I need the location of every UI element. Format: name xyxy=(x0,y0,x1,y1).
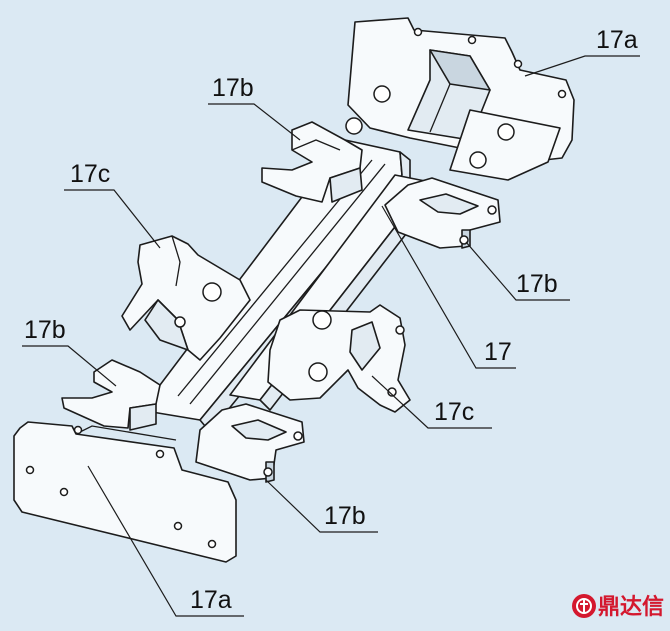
leader-17c-right xyxy=(371,375,492,429)
right-angle-bracket xyxy=(267,304,411,413)
left-lower-clip xyxy=(61,359,161,431)
leader-17b-upper xyxy=(208,103,301,141)
label-17a-bottom: 17a xyxy=(190,586,232,614)
top-side-plate xyxy=(449,109,561,181)
label-17: 17 xyxy=(484,338,512,366)
bottom-clip xyxy=(195,403,305,483)
watermark-text: 鼎达信 xyxy=(598,594,664,620)
leader-17c-left xyxy=(64,189,161,249)
left-angle-bracket xyxy=(121,235,251,361)
leader-17a-bottom xyxy=(87,465,244,617)
leader-17a-top xyxy=(524,55,640,77)
label-17b-upper: 17b xyxy=(212,74,254,102)
watermark-logo: 鼎达信 xyxy=(572,594,664,620)
leader-17 xyxy=(381,205,516,369)
label-17b-left: 17b xyxy=(24,316,66,344)
leader-lines xyxy=(22,55,640,617)
label-17c-right: 17c xyxy=(434,398,474,426)
upper-left-clip xyxy=(261,121,363,203)
leader-17b-bottom xyxy=(265,479,378,533)
bottom-end-plate xyxy=(13,421,237,563)
label-17b-bottom: 17b xyxy=(324,502,366,530)
leader-17b-left xyxy=(22,345,117,387)
label-17c-left: 17c xyxy=(70,160,110,188)
leader-17b-right xyxy=(465,241,570,301)
label-17b-right: 17b xyxy=(516,270,558,298)
label-17a-top: 17a xyxy=(596,26,638,54)
